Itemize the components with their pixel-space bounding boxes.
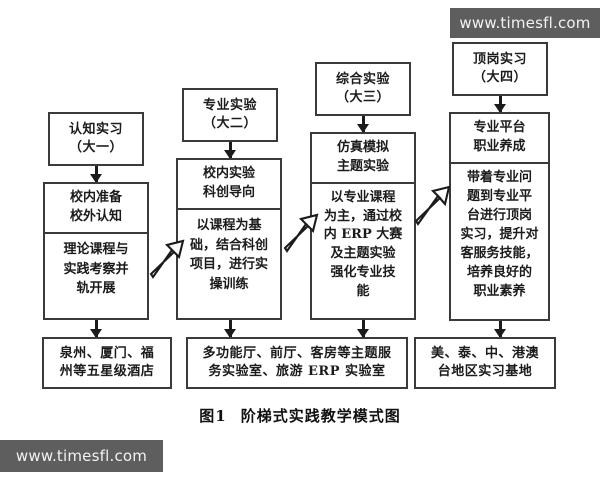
- module-body-year-2-line4: 操训练: [209, 276, 249, 292]
- module-body-year-2-line2: 础，结合科创: [189, 237, 268, 253]
- arrow-head: [494, 104, 506, 113]
- outcome-year-4-line2: 台地区实习基地: [437, 364, 533, 379]
- module-title-year-4-line2: 职业养成: [473, 139, 526, 154]
- module-body-year-4-line3: 台进行顶岗: [466, 207, 532, 223]
- module-body-year-3: 以专业课程 为主，通过校 内 ERP 大赛 及主题实验 强化专业技 能: [310, 184, 416, 320]
- arrow-head: [494, 329, 506, 338]
- arrow-stem: [361, 320, 365, 337]
- module-body-year-2-line3: 项目，进行实: [189, 257, 268, 272]
- arrow-stem: [94, 320, 98, 337]
- module-body-year-1: 理论课程与 实践考察并 轨开展: [43, 234, 149, 320]
- module-body-year-2: 以课程为基 础，结合科创 项目，进行实 操训练: [176, 210, 282, 320]
- stage-year-4-line2: （大四）: [472, 70, 527, 85]
- module-title-year-4-line1: 专业平台: [473, 120, 526, 136]
- module-body-year-1-line1: 理论课程与: [63, 242, 129, 257]
- outcome-year-4-line1: 美、泰、中、港澳: [430, 345, 539, 361]
- arrow-year-2-module-to-outcome: [223, 320, 237, 338]
- progression-arrow-year3-to-year4: [414, 178, 451, 226]
- stage-box-year-2: 专业实验 （大二）: [182, 88, 278, 142]
- outcome-year-1-line1: 泉州、厦门、福: [59, 345, 155, 361]
- outcome-year-2-line1: 多功能厅、前厅、客房等主题服: [202, 345, 392, 361]
- module-body-year-4-line5: 客服务技能，: [460, 245, 539, 261]
- arrow-head: [90, 174, 102, 183]
- module-body-year-3-line5: 强化专业技: [330, 264, 396, 280]
- module-body-year-2-line1: 以课程为基: [196, 218, 262, 233]
- module-title-year-4: 专业平台 职业养成: [449, 112, 550, 164]
- arrow-year-3-stage-to-module: [356, 116, 370, 133]
- module-body-year-3-line4: 及主题实验: [330, 246, 396, 262]
- module-title-year-2-line1: 校内实验: [202, 166, 255, 182]
- stage-box-year-3: 综合实验 （大三）: [315, 62, 411, 116]
- arrow-year-1-module-to-outcome: [89, 320, 103, 338]
- module-title-year-3: 仿真模拟 主题实验: [310, 132, 416, 184]
- module-body-year-1-line3: 轨开展: [76, 281, 116, 296]
- figure-caption: 图1 阶梯式实践教学模式图: [0, 405, 600, 426]
- module-body-year-4-line1: 带着专业问: [466, 170, 532, 185]
- outcome-year-1-line2: 州等五星级酒店: [59, 364, 155, 379]
- arrow-head: [224, 150, 236, 159]
- outcome-box-year-4: 美、泰、中、港澳 台地区实习基地: [414, 337, 556, 389]
- arrow-head: [357, 329, 369, 338]
- module-title-year-3-line2: 主题实验: [336, 159, 389, 174]
- module-title-year-3-line1: 仿真模拟: [336, 140, 389, 156]
- watermark-top-right: www.timesfl.com: [450, 8, 600, 38]
- module-body-year-3-line6: 能: [356, 283, 370, 299]
- watermark-bottom-left: www.timesfl.com: [0, 440, 163, 472]
- arrow-year-4-stage-to-module: [493, 96, 507, 113]
- arrow-year-4-module-to-outcome: [493, 321, 507, 338]
- watermark-bottom-left-text: www.timesfl.com: [15, 447, 148, 465]
- stage-year-1-line2: （大一）: [68, 140, 123, 155]
- module-body-year-4-line7: 职业素养: [473, 283, 526, 299]
- outcome-box-year-2: 多功能厅、前厅、客房等主题服 务实验室、旅游 ERP 实验室: [186, 337, 408, 389]
- outcome-year-2-line2: 务实验室、旅游 ERP 实验室: [208, 364, 386, 379]
- watermark-top-right-text: www.timesfl.com: [459, 14, 591, 32]
- arrow-year-3-module-to-outcome: [356, 320, 370, 338]
- figure-caption-number: 图1: [199, 407, 227, 425]
- module-title-year-1-line2: 校外认知: [69, 209, 122, 224]
- stage-year-4-line1: 顶岗实习: [472, 51, 527, 67]
- stage-year-2-line2: （大二）: [202, 116, 257, 131]
- stage-box-year-4: 顶岗实习 （大四）: [452, 42, 548, 96]
- module-body-year-3-line1: 以专业课程: [330, 190, 396, 205]
- stage-box-year-1: 认知实习 （大一）: [48, 112, 144, 166]
- module-body-year-4: 带着专业问 题到专业平 台进行顶岗 实习，提升对 客服务技能， 培养良好的 职业…: [449, 164, 550, 321]
- stage-year-2-line1: 专业实验: [202, 97, 257, 113]
- module-body-year-1-line2: 实践考察并: [63, 261, 129, 277]
- module-title-year-2-line2: 科创导向: [202, 185, 255, 200]
- module-body-year-4-line4: 实习，提升对: [460, 226, 539, 242]
- module-body-year-4-line2: 题到专业平: [466, 188, 532, 204]
- arrow-year-2-stage-to-module: [223, 142, 237, 159]
- stage-year-3-line1: 综合实验: [335, 71, 390, 87]
- arrow-head: [224, 329, 236, 338]
- figure-caption-text: 阶梯式实践教学模式图: [240, 407, 401, 425]
- module-title-year-2: 校内实验 科创导向: [176, 158, 282, 210]
- stage-year-3-line2: （大三）: [335, 90, 390, 105]
- arrow-year-1-stage-to-module: [89, 166, 103, 183]
- arrow-head: [90, 329, 102, 338]
- module-title-year-1-line1: 校内准备: [69, 190, 122, 206]
- arrow-stem: [228, 320, 232, 337]
- module-body-year-3-line2: 为主，通过校: [323, 208, 402, 224]
- progression-arrow-year2-to-year3: [283, 206, 319, 253]
- module-body-year-4-line6: 培养良好的: [466, 264, 532, 280]
- outcome-box-year-1: 泉州、厦门、福 州等五星级酒店: [42, 337, 172, 389]
- module-body-year-3-line3: 内 ERP 大赛: [323, 227, 403, 243]
- module-title-year-1: 校内准备 校外认知: [43, 182, 149, 234]
- progression-arrow-year1-to-year2: [149, 232, 185, 279]
- arrow-head: [357, 124, 369, 133]
- stage-year-1-line1: 认知实习: [68, 121, 123, 137]
